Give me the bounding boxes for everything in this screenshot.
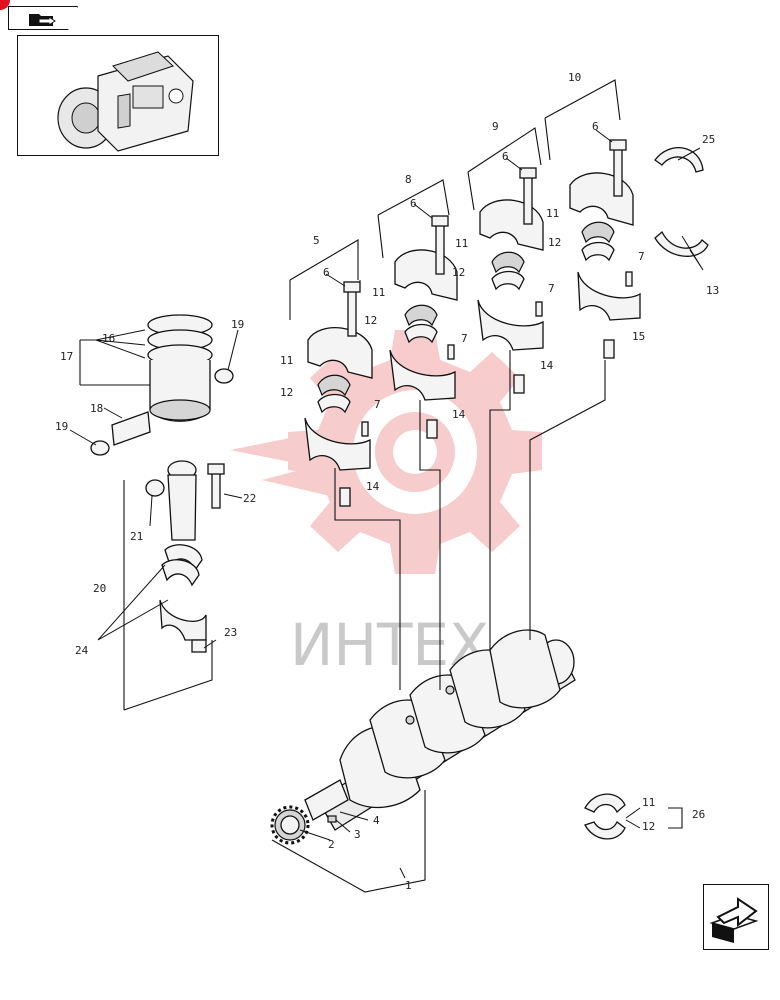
callout-14a: 14 <box>366 480 380 493</box>
next-page-arrow-icon <box>709 897 759 943</box>
connecting-rod[interactable] <box>145 460 225 653</box>
callout-24: 24 <box>75 644 89 657</box>
crankshaft-gear[interactable] <box>270 805 310 845</box>
bearing-cap-group-10[interactable] <box>569 139 641 359</box>
callout-5: 5 <box>313 234 320 247</box>
callout-12c: 12 <box>452 266 465 279</box>
callout-2: 2 <box>328 838 335 851</box>
callout-6c: 6 <box>502 150 509 163</box>
callout-16: 16 <box>102 332 115 345</box>
crankshaft[interactable] <box>304 629 576 831</box>
callout-10: 10 <box>568 71 581 84</box>
callout-12e: 12 <box>642 820 655 833</box>
callout-13: 13 <box>706 284 719 297</box>
callout-1: 1 <box>405 879 412 892</box>
callout-6b: 6 <box>410 197 417 210</box>
callout-7b: 7 <box>461 332 468 345</box>
callout-23: 23 <box>224 626 237 639</box>
thrust-washer-13[interactable] <box>654 230 709 257</box>
callout-11b: 11 <box>372 286 385 299</box>
bearing-shell-26-lower[interactable] <box>584 821 626 840</box>
callout-14b: 14 <box>452 408 466 421</box>
bolt-22[interactable] <box>211 469 221 509</box>
callout-11d: 11 <box>546 207 559 220</box>
callout-4: 4 <box>373 814 380 827</box>
callout-18: 18 <box>90 402 103 415</box>
nut-23[interactable] <box>191 639 207 653</box>
back-button[interactable] <box>8 6 78 30</box>
callout-7d: 7 <box>638 250 645 263</box>
notification-badge <box>0 0 10 10</box>
callout-22: 22 <box>243 492 256 505</box>
folder-arrow-back-icon <box>29 14 56 26</box>
callout-25: 25 <box>702 133 715 146</box>
callout-3: 3 <box>354 828 361 841</box>
callout-9: 9 <box>492 120 499 133</box>
callout-7a: 7 <box>374 398 381 411</box>
callout-12b: 12 <box>364 314 377 327</box>
callout-15: 15 <box>632 330 645 343</box>
callout-6d: 6 <box>592 120 599 133</box>
bearing-shell-26-upper[interactable] <box>584 793 626 814</box>
callout-7c: 7 <box>548 282 555 295</box>
callout-12d: 12 <box>548 236 561 249</box>
bearing-cap-group-5[interactable] <box>304 281 373 507</box>
next-page-button[interactable] <box>703 884 769 950</box>
callout-14c: 14 <box>540 359 554 372</box>
callout-11c: 11 <box>455 237 468 250</box>
bushing-21[interactable] <box>145 479 165 497</box>
callout-11a: 11 <box>280 354 293 367</box>
callout-11e: 11 <box>642 796 655 809</box>
key-part-3[interactable] <box>327 815 337 823</box>
circlip-19-right[interactable] <box>214 368 234 384</box>
bearing-cap-group-9[interactable] <box>477 167 544 394</box>
engine-overview-icon <box>57 51 194 152</box>
callout-8: 8 <box>405 173 412 186</box>
callout-21: 21 <box>130 530 143 543</box>
callout-6a: 6 <box>323 266 330 279</box>
piston-pin-18[interactable] <box>111 411 151 446</box>
callout-19b: 19 <box>55 420 68 433</box>
callout-17: 17 <box>60 350 73 363</box>
callout-20: 20 <box>93 582 106 595</box>
piston-assembly[interactable] <box>147 314 213 422</box>
callout-19a: 19 <box>231 318 244 331</box>
callout-12a: 12 <box>280 386 293 399</box>
thrust-washer-25[interactable] <box>654 147 704 173</box>
callout-26: 26 <box>692 808 705 821</box>
engine-thumbnail[interactable] <box>17 35 219 156</box>
watermark-gear-icon <box>230 330 542 574</box>
bearing-cap-group-8[interactable] <box>389 215 458 439</box>
